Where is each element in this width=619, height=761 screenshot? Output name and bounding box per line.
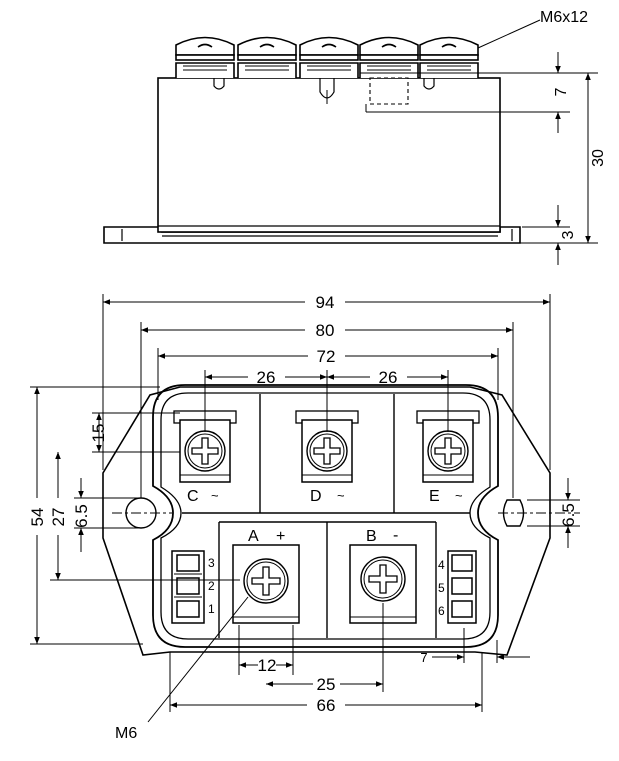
dim-hole-spacing: 80	[316, 321, 335, 340]
top-view	[30, 294, 580, 723]
housing-outer	[152, 384, 499, 648]
dim-height-30: 30	[590, 149, 607, 167]
terminal-callout: M6	[115, 725, 137, 742]
dim-base-3: 3	[560, 230, 577, 239]
side-screws	[175, 36, 479, 78]
terminal-a-letter: A	[248, 528, 259, 545]
pin-block-left	[171, 550, 205, 624]
pin-number-1: 1	[208, 602, 215, 616]
dim-terminal-pitch-right: 26	[379, 368, 398, 387]
terminal-a-symbol: +	[276, 528, 285, 545]
pin-block-right	[447, 550, 477, 624]
dim-body-base-width: 66	[317, 696, 336, 715]
dim-terminal-pitch-left: 26	[257, 368, 276, 387]
terminal-d-letter: D	[310, 488, 322, 505]
terminal-d-symbol: ~	[337, 488, 345, 503]
dim-hole-diameter-right: 6.5	[559, 503, 578, 527]
terminal-e-letter: E	[429, 488, 440, 505]
dim-terminal-ab-offset: 12	[258, 656, 277, 675]
terminal-e-symbol: ~	[455, 488, 463, 503]
mount-hole-right	[502, 499, 525, 527]
terminal-d	[295, 410, 359, 483]
side-view	[103, 19, 598, 265]
pin-number-6: 6	[438, 604, 445, 618]
side-housing	[157, 77, 501, 233]
pin-number-5: 5	[438, 581, 445, 595]
pin-number-4: 4	[438, 558, 445, 572]
pin-number-2: 2	[208, 579, 215, 593]
terminal-a	[232, 544, 300, 624]
terminal-c-letter: C	[187, 488, 199, 505]
dim-height-7: 7	[553, 87, 570, 96]
dim-terminal-offset: 15	[89, 424, 108, 443]
dim-body-width: 72	[317, 347, 336, 366]
housing-inner	[160, 392, 491, 640]
terminal-c-symbol: ~	[211, 488, 219, 503]
terminal-b-symbol: -	[393, 527, 398, 544]
dim-hole-height: 27	[49, 508, 68, 527]
dim-terminal-ab-pitch: 25	[317, 675, 336, 694]
dimension-lines	[30, 294, 580, 723]
pin-number-3: 3	[208, 556, 215, 570]
dim-pin-offset: 7	[420, 650, 427, 665]
dim-overall-height: 54	[28, 508, 47, 527]
dim-hole-diameter-left: 6.5	[72, 504, 91, 528]
terminal-b-letter: B	[366, 528, 377, 545]
dim-overall-width: 94	[316, 293, 335, 312]
screw-callout: M6x12	[540, 9, 588, 26]
